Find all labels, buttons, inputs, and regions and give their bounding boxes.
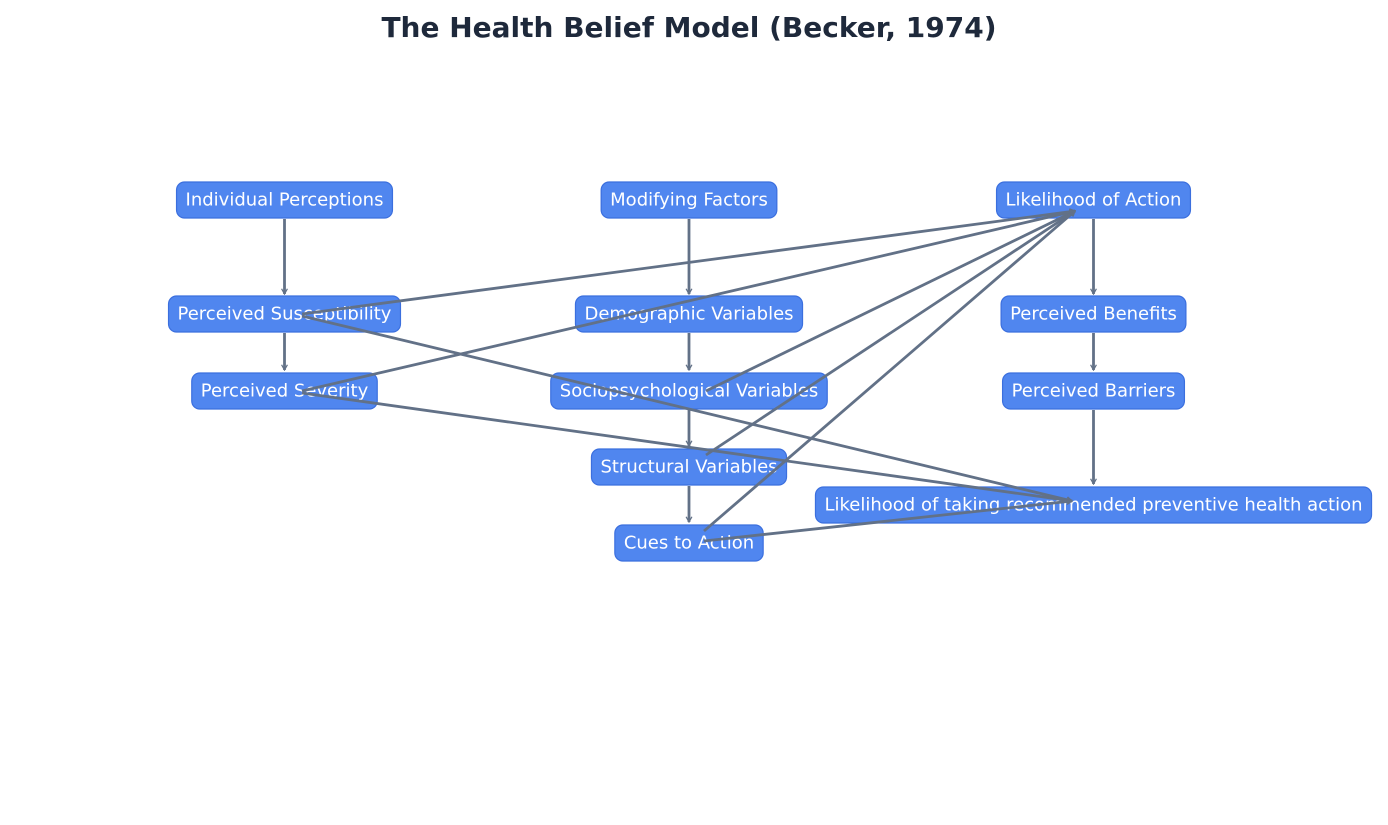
node-label: Likelihood of taking recommended prevent… — [824, 495, 1362, 516]
node-box — [175, 181, 394, 219]
node-label: Structural Variables — [600, 457, 777, 478]
edge-perceived-susceptibility-to-likelihood-of-action — [301, 211, 1075, 316]
node-cues-to-action: Cues to Action — [614, 524, 764, 562]
edge-perceived-severity-to-likelihood-of-action — [301, 211, 1075, 393]
node-label: Cues to Action — [624, 533, 754, 554]
node-box — [191, 372, 378, 410]
edge-perceived-susceptibility-to-likelihood-taking-action — [301, 314, 1072, 501]
node-box — [574, 295, 804, 333]
node-box — [590, 448, 788, 486]
node-modifying-factors: Modifying Factors — [600, 181, 778, 219]
node-box — [1001, 372, 1186, 410]
node-box — [614, 524, 764, 562]
edge-sociopsychological-variables-to-likelihood-of-action — [705, 209, 1075, 393]
edge-cues-to-action-to-likelihood-taking-action — [703, 501, 1072, 543]
node-box — [600, 181, 778, 219]
node-label: Demographic Variables — [584, 304, 793, 325]
node-box — [167, 295, 402, 333]
node-label: Individual Perceptions — [186, 190, 384, 211]
node-demographic-variables: Demographic Variables — [574, 295, 804, 333]
node-likelihood-of-action: Likelihood of Action — [995, 181, 1192, 219]
node-label: Perceived Barriers — [1012, 381, 1176, 402]
edge-structural-variables-to-likelihood-of-action — [705, 209, 1075, 457]
node-perceived-benefits: Perceived Benefits — [1000, 295, 1187, 333]
node-perceived-barriers: Perceived Barriers — [1001, 372, 1186, 410]
node-individual-perceptions: Individual Perceptions — [175, 181, 394, 219]
node-label: Perceived Benefits — [1010, 304, 1177, 325]
edge-cues-to-action-to-likelihood-of-action — [703, 209, 1075, 533]
node-perceived-severity: Perceived Severity — [191, 372, 378, 410]
diagram-title: The Health Belief Model (Becker, 1974) — [381, 11, 996, 44]
node-label: Sociopsychological Variables — [560, 381, 818, 402]
node-box — [995, 181, 1192, 219]
node-structural-variables: Structural Variables — [590, 448, 788, 486]
node-perceived-susceptibility: Perceived Susceptibility — [167, 295, 402, 333]
edges-layer — [285, 209, 1094, 543]
node-label: Likelihood of Action — [1006, 190, 1182, 211]
node-label: Modifying Factors — [610, 190, 768, 211]
node-box — [1000, 295, 1187, 333]
node-likelihood-taking-action: Likelihood of taking recommended prevent… — [814, 486, 1373, 524]
edge-perceived-severity-to-likelihood-taking-action — [301, 391, 1072, 501]
